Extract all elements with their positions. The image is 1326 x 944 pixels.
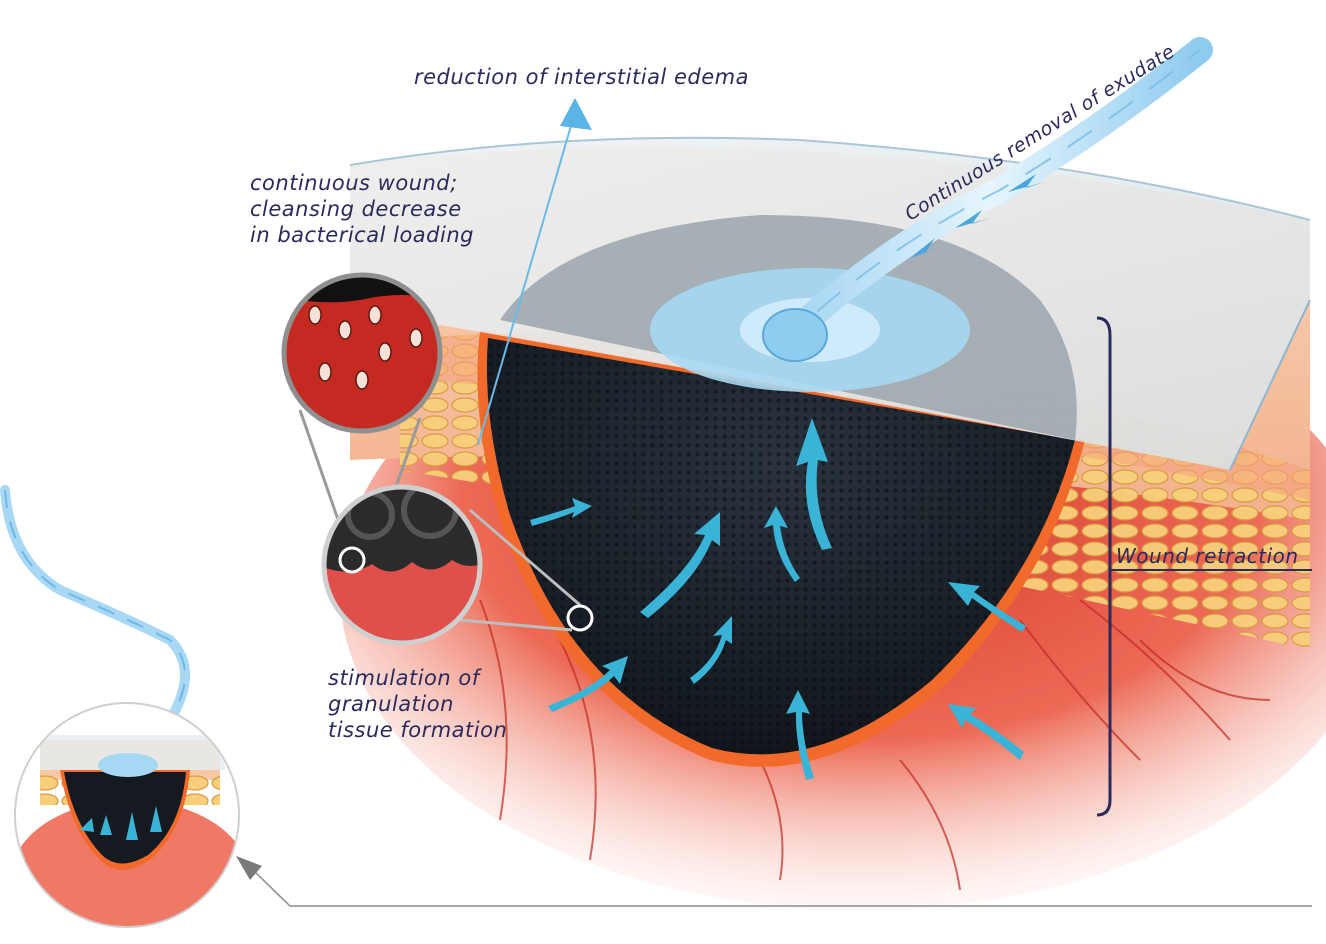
cleansing-label: continuous wound; cleansing decrease in … bbox=[250, 170, 474, 248]
flow-arrow-icon bbox=[560, 98, 592, 130]
pointer-arrow-icon bbox=[236, 856, 262, 880]
retraction-label: Wound retraction bbox=[1116, 543, 1299, 569]
cleansing-label-line: cleansing decrease bbox=[250, 196, 474, 222]
tube-connector bbox=[763, 309, 827, 361]
cleansing-label-line: continuous wound; bbox=[250, 170, 474, 196]
cleansing-label-line: in bacterical loading bbox=[250, 222, 474, 248]
granulation-label-line: stimulation of bbox=[328, 665, 507, 691]
granulation-label-line: granulation bbox=[328, 691, 507, 717]
overview-inset bbox=[10, 700, 250, 944]
granulation-label: stimulation of granulation tissue format… bbox=[328, 665, 507, 743]
edema-label: reduction of interstitial edema bbox=[414, 64, 749, 90]
granulation-label-line: tissue formation bbox=[328, 717, 507, 743]
